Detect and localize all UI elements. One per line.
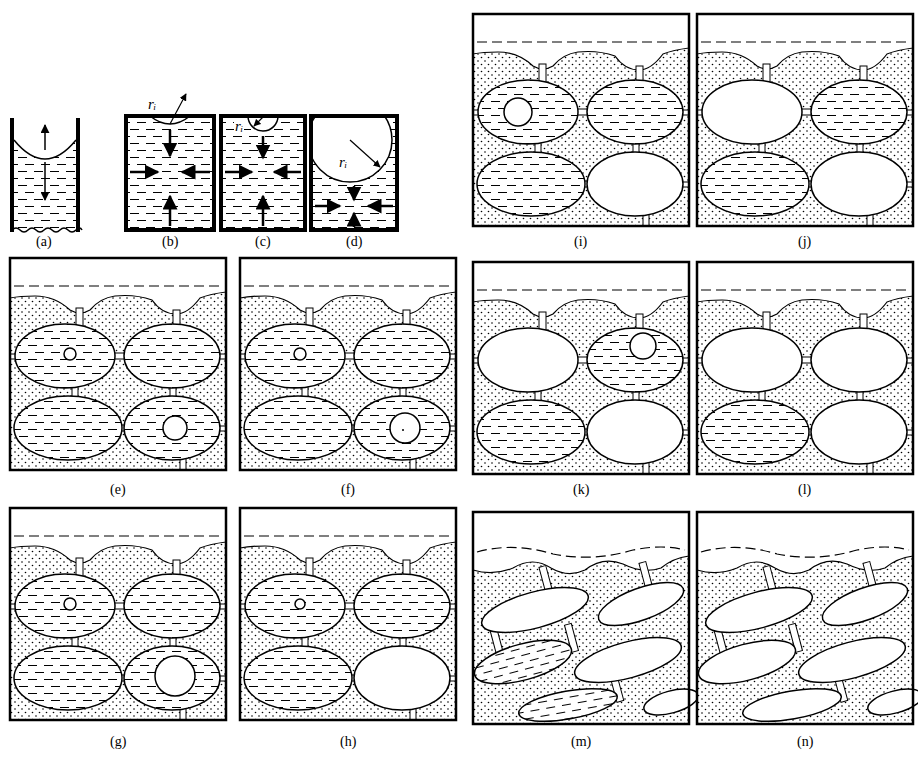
panel-label: (b) — [162, 234, 178, 249]
panel-label: (h) — [340, 734, 356, 749]
panel-label: (i) — [574, 234, 587, 249]
panel-label: (g) — [110, 734, 126, 749]
panel-label: (j) — [798, 234, 811, 249]
radius-label: rᵢ — [234, 118, 244, 135]
panel-label: (e) — [110, 482, 126, 497]
radius-label: rᵢ — [338, 154, 348, 171]
panel-label: (f) — [341, 482, 355, 497]
panel-label: (a) — [36, 234, 52, 249]
radius-label: rᵢ — [147, 96, 157, 113]
panel-label: (m) — [571, 734, 591, 749]
panel-label: (n) — [797, 734, 813, 749]
panel-label: (k) — [573, 482, 589, 497]
panel-label: (l) — [798, 482, 811, 497]
panel-label: (d) — [346, 234, 362, 249]
panel-label: (c) — [255, 234, 271, 249]
